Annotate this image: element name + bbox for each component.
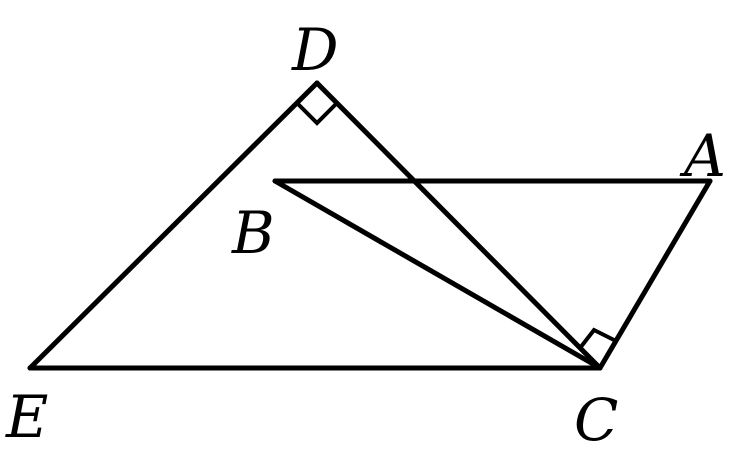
segment-AC xyxy=(597,178,713,371)
point-label-C: C xyxy=(574,386,618,454)
segment-DC xyxy=(314,80,603,371)
point-label-A: A xyxy=(679,122,726,190)
point-label-D: D xyxy=(291,16,339,84)
point-label-E: E xyxy=(5,383,48,451)
right-angle-mark-C xyxy=(578,327,617,350)
segment-ED xyxy=(27,80,320,371)
point-label-B: B xyxy=(231,199,275,267)
right-angle-mark-D xyxy=(295,101,339,126)
segment-BC xyxy=(272,178,603,371)
